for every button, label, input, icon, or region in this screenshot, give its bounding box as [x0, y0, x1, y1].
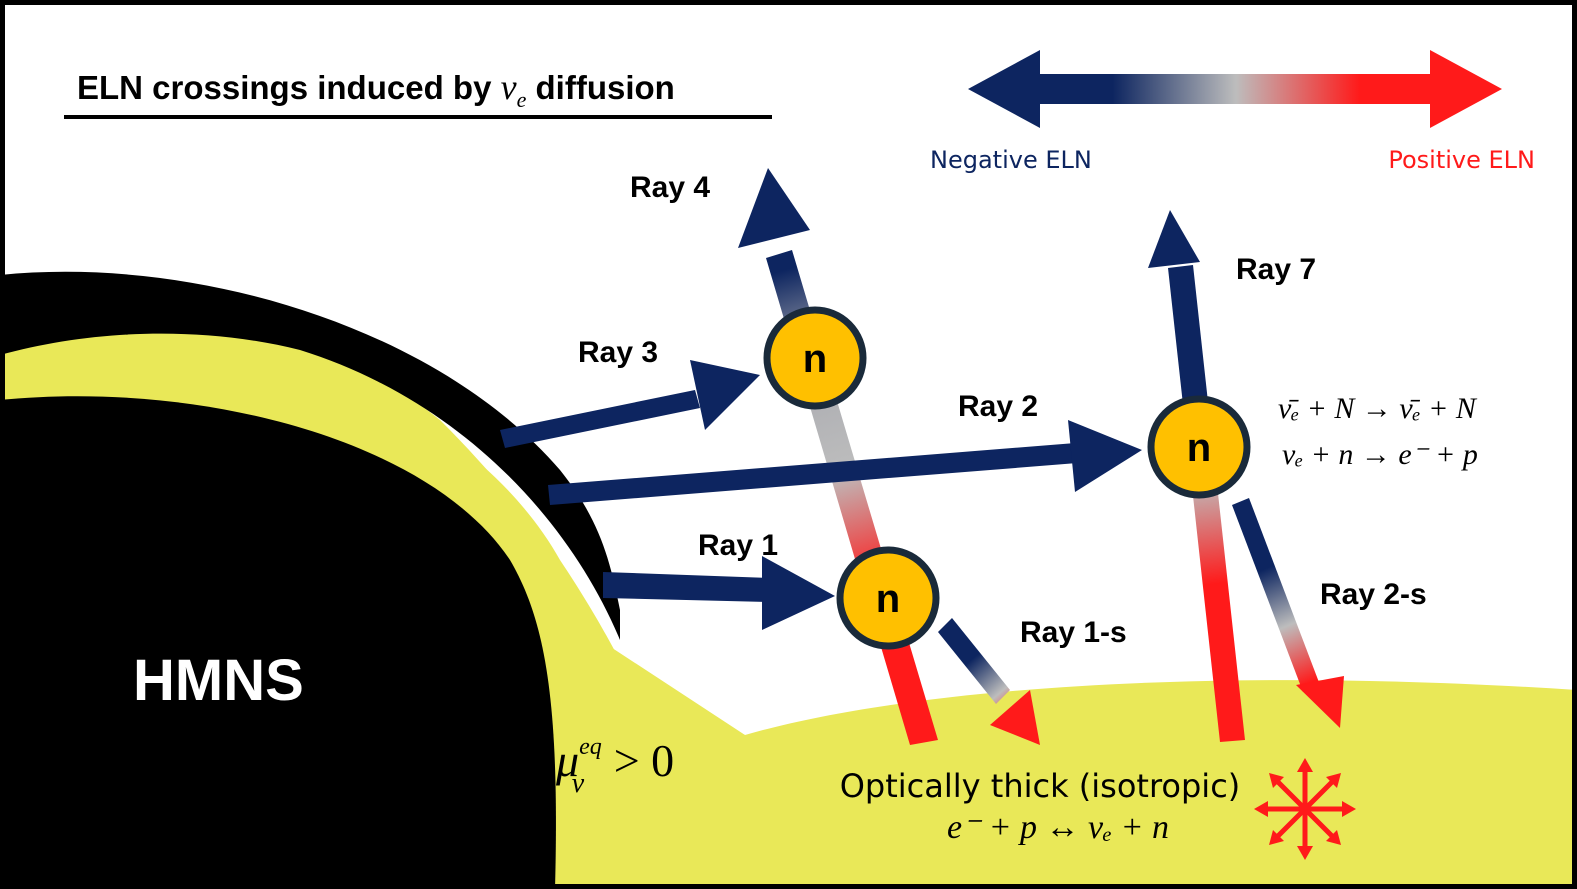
diagram-title: ELN crossings induced by νe diffusion	[77, 67, 675, 112]
neutron-label: n	[1187, 426, 1211, 470]
ray1-label: Ray 1	[698, 529, 778, 562]
ray4-label: Ray 4	[630, 171, 710, 204]
legend-arrow	[968, 50, 1502, 128]
ray3-arrow	[500, 360, 760, 448]
neutron-top: n	[763, 306, 867, 410]
neutron-right: n	[1147, 395, 1251, 499]
legend-negative-label: Negative ELN	[930, 146, 1092, 174]
star-outer-band	[0, 271, 620, 640]
ray2-label: Ray 2	[958, 390, 1038, 423]
ray7-label: Ray 7	[1236, 253, 1316, 286]
legend-positive-label: Positive ELN	[1388, 146, 1535, 174]
ray1s-arrow	[938, 618, 1040, 745]
ray3-label: Ray 3	[578, 336, 658, 369]
hmns-label: HMNS	[133, 648, 304, 713]
optically-thick-reaction: e⁻ + p ↔ νₑ + n	[947, 809, 1169, 846]
ray1s-label: Ray 1-s	[1020, 616, 1127, 649]
optically-thick-title: Optically thick (isotropic)	[840, 767, 1241, 805]
ray2s-arrow	[1232, 498, 1344, 728]
hmns-star	[0, 396, 556, 889]
ray2-arrow	[548, 420, 1142, 505]
neutron-label: n	[876, 577, 900, 621]
isotropic-burst-icon	[1254, 758, 1356, 860]
neutron-mid: n	[836, 546, 940, 650]
reaction-line-2: νₑ + n → e⁻ + p	[1282, 438, 1478, 471]
ray2s-label: Ray 2-s	[1320, 578, 1427, 611]
reaction-line-1: ν̄ₑ + N → ν̄ₑ + N	[1278, 392, 1478, 425]
ray1-arrow	[603, 556, 835, 630]
neutron-label: n	[803, 337, 827, 381]
ray7-column	[1148, 210, 1245, 742]
